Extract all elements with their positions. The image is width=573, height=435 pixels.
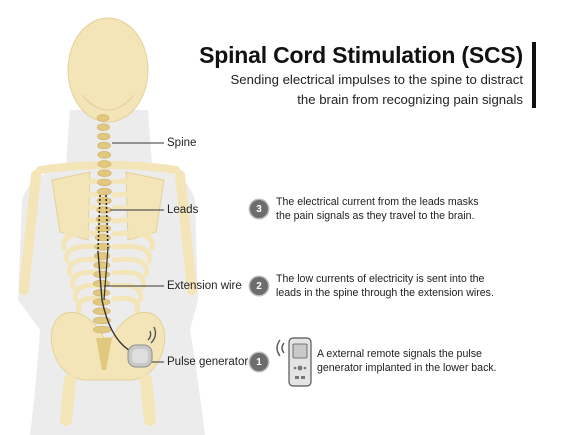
skull — [67, 17, 149, 123]
vertebra — [95, 224, 112, 233]
label-pulse-generator: Pulse generator — [167, 356, 249, 368]
step-1-line-1: A external remote signals the pulse — [317, 348, 482, 360]
sacrum — [96, 338, 112, 370]
step-text-1: A external remote signals the pulse gene… — [317, 348, 547, 375]
rib — [70, 191, 105, 212]
remote-control-icon — [288, 337, 312, 387]
rib — [111, 256, 149, 277]
vertebra — [93, 270, 111, 279]
step-3-line-2: the pain signals as they travel to the b… — [276, 209, 475, 222]
vertebra — [96, 123, 110, 131]
vertebra — [97, 151, 112, 159]
title-block: Spinal Cord Stimulation (SCS) Sending el… — [199, 42, 536, 108]
step-badge-3: 3 — [250, 200, 268, 218]
rib — [111, 217, 152, 238]
vertebra — [97, 169, 112, 177]
step-badge-2: 2 — [250, 277, 268, 295]
leader-lines — [104, 142, 164, 363]
step-3-line-1: The electrical current from the leads ma… — [276, 196, 479, 208]
vertebra — [97, 132, 111, 141]
rib — [64, 217, 105, 238]
rib — [61, 230, 105, 251]
rib — [111, 178, 143, 199]
lead-right — [105, 194, 109, 249]
vertebra — [96, 114, 110, 122]
vertebra — [97, 187, 112, 196]
subtitle-line-1: Sending electrical impulses to the spine… — [230, 72, 523, 87]
rib — [111, 230, 155, 251]
step-text-3: The electrical current from the leads ma… — [276, 196, 526, 223]
rib — [73, 178, 105, 199]
remote-signal-icon — [276, 339, 285, 357]
step-1-line-2: generator implanted in the lower back. — [317, 361, 497, 374]
step-badge-1: 1 — [250, 353, 268, 371]
page-title: Spinal Cord Stimulation (SCS) — [199, 42, 523, 68]
step-text-2: The low currents of electricity is sent … — [276, 273, 526, 300]
subtitle-line-2: the brain from recognizing pain signals — [297, 92, 523, 107]
label-extension-wire: Extension wire — [167, 280, 242, 292]
extension-wire — [97, 251, 133, 353]
vertebra — [97, 178, 112, 187]
lead-left — [97, 194, 101, 253]
label-spine: Spine — [167, 137, 197, 149]
rib — [76, 295, 105, 316]
rib — [67, 204, 105, 225]
pulse-generator-icon — [127, 344, 153, 368]
step-2-line-1: The low currents of electricity is sent … — [276, 273, 485, 285]
step-2-line-2: leads in the spine through the extension… — [276, 286, 494, 299]
label-leads: Leads — [167, 204, 199, 216]
wireless-signal-icon — [147, 326, 157, 344]
rib — [111, 243, 152, 264]
vertebra — [97, 160, 112, 168]
rib — [67, 256, 105, 277]
vertebra — [92, 307, 111, 315]
rib-cage — [61, 178, 155, 316]
rib — [111, 295, 140, 316]
right-humerus — [175, 170, 197, 295]
vertebra — [93, 325, 112, 334]
rib — [111, 269, 146, 290]
left-humerus — [19, 170, 41, 295]
vertebra — [97, 141, 111, 150]
rib — [111, 191, 146, 212]
vertebra — [93, 261, 111, 269]
